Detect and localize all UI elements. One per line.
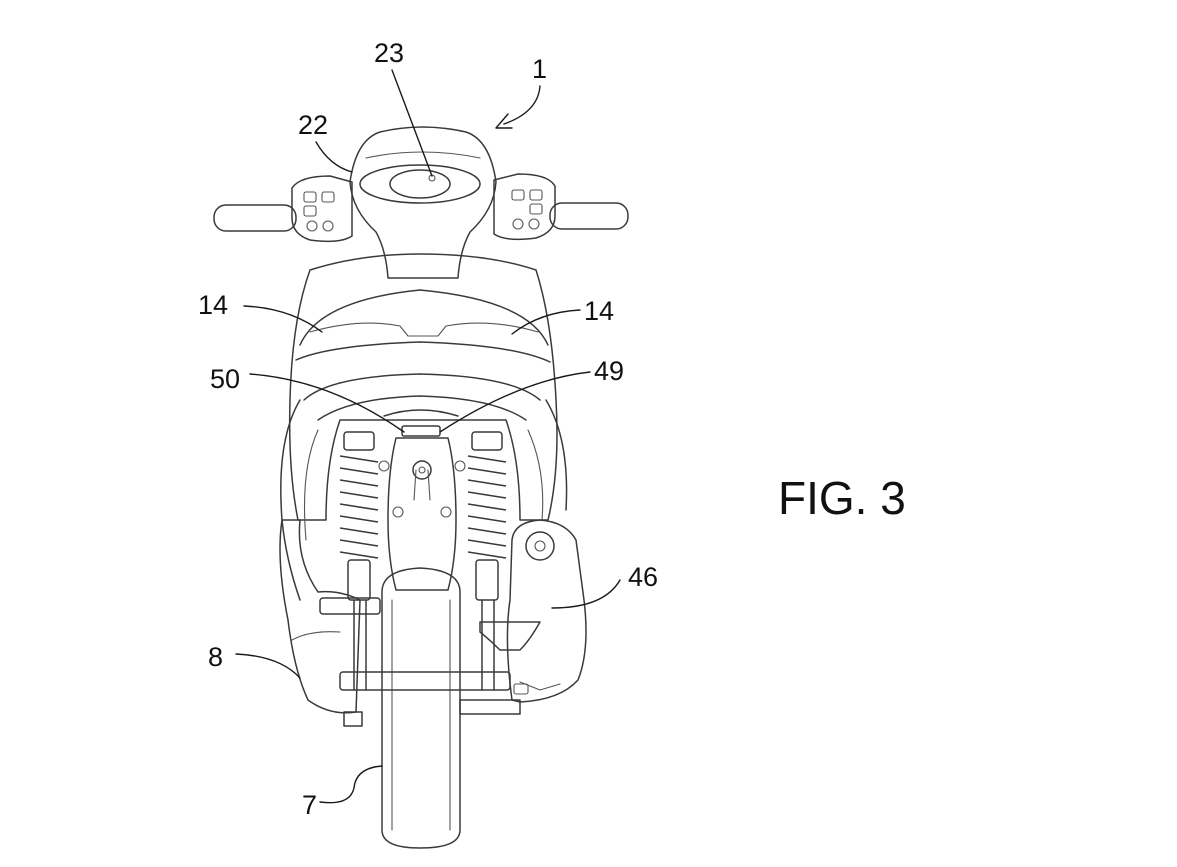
- left-switch-housing: [291, 175, 353, 243]
- label-ref-46: 46: [628, 562, 658, 592]
- leader-49: [439, 371, 591, 433]
- handlebar-cover: [349, 126, 497, 279]
- label-ref-22: 22: [298, 110, 328, 140]
- arrowhead-1: [495, 113, 513, 129]
- leader-22: [315, 141, 353, 173]
- right-grip: [549, 202, 629, 230]
- leader-8: [235, 653, 301, 679]
- leader-7: [319, 765, 383, 804]
- left-grip: [213, 204, 297, 232]
- right-switch-housing: [493, 173, 556, 241]
- leader-1: [503, 85, 541, 125]
- scooter-drawing: [213, 126, 629, 849]
- leader-23: [391, 69, 433, 177]
- leader-14-left: [243, 305, 323, 333]
- front-shield: [280, 253, 568, 601]
- label-ref-1: 1: [532, 54, 547, 84]
- front-fork: [378, 437, 466, 591]
- handlebar: [213, 173, 629, 243]
- left-shock-absorber: [339, 431, 379, 691]
- leader-46: [551, 579, 621, 609]
- label-ref-7: 7: [302, 790, 317, 820]
- front-wheel: [381, 567, 461, 849]
- label-ref-23: 23: [374, 38, 404, 68]
- front-badge: [401, 425, 441, 437]
- lower-frame: [319, 597, 541, 715]
- left-side-cover: [279, 519, 363, 727]
- label-ref-14-left: 14: [198, 290, 228, 320]
- reference-labels: 1 23 22 14 14 50 49 46 8 7: [198, 38, 658, 820]
- right-container: [506, 519, 587, 703]
- leader-50: [249, 373, 405, 433]
- instrument-housing: [359, 164, 481, 204]
- label-ref-50: 50: [210, 364, 240, 394]
- label-ref-14-right: 14: [584, 296, 614, 326]
- instrument-dial: [389, 169, 451, 199]
- label-ref-8: 8: [208, 642, 223, 672]
- figure-caption: FIG. 3: [778, 472, 906, 524]
- label-ref-49: 49: [594, 356, 624, 386]
- right-shock-absorber: [467, 431, 507, 691]
- leader-14-right: [511, 309, 581, 335]
- leader-lines: [235, 69, 621, 804]
